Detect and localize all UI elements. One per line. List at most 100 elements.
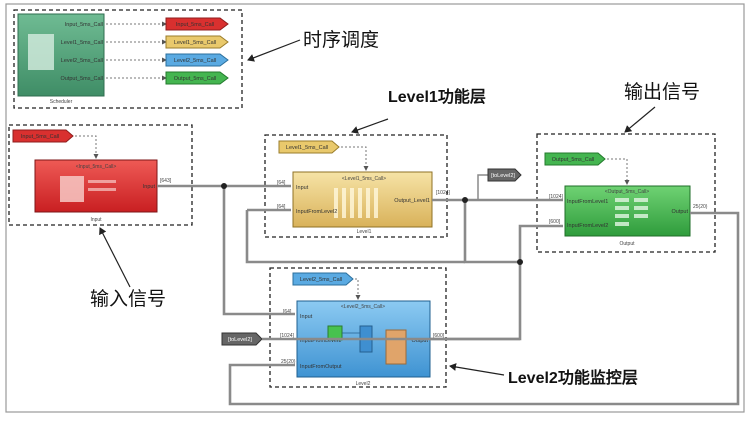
input-block-icon-bar xyxy=(88,180,116,183)
input-trigger-tag-text: Input_5ms_Call xyxy=(21,134,59,140)
scheduler-icon xyxy=(28,34,54,70)
output-block-icon-bar xyxy=(615,222,629,226)
scheduler-label: Scheduler xyxy=(50,99,73,105)
output-block-icon-bar xyxy=(615,214,629,218)
level2-trigger-wire xyxy=(355,278,361,300)
scheduler-port-2: Level2_5ms_Call xyxy=(61,58,103,64)
level1-out-port: Output_Level1 xyxy=(394,198,430,204)
level2-dashed-frame xyxy=(269,267,447,388)
level1-block-icon-bar xyxy=(342,188,346,218)
scheduler-port-1: Level1_5ms_Call xyxy=(61,40,103,46)
scheduler-tag-input[interactable] xyxy=(165,17,229,31)
wire-level2-to-output xyxy=(518,224,563,262)
output-trigger-wire xyxy=(607,158,630,185)
level2-group: Level2_5ms_Call <Level2_5ms_Call> Input … xyxy=(269,267,447,388)
input-dashed-frame xyxy=(8,124,193,226)
goto-tolevel2-text: [toLevel2] xyxy=(491,173,515,179)
level1-trigger-tag-text: Level1_5ms_Call xyxy=(286,145,328,151)
output-block-icon-bar xyxy=(634,206,648,210)
level2-trigger-tag-text: Level2_5ms_Call xyxy=(300,277,342,283)
input-out-port: Input xyxy=(143,184,156,190)
level2-in-port-0: Input xyxy=(300,314,313,320)
output-group: Output_5ms_Call <Output_5ms_Call> InputF… xyxy=(536,133,716,253)
callout-arrow-level2 xyxy=(449,363,505,376)
level1-block-icon-bar xyxy=(334,188,338,218)
scheduler-tag-2-text: Level2_5ms_Call xyxy=(174,58,216,64)
level1-block-icon-bar xyxy=(374,188,378,218)
junction-dot xyxy=(462,197,468,203)
level2-in-port-2: InputFromOutput xyxy=(300,364,342,370)
level1-group: Level1_5ms_Call <Level1_5ms_Call> Input … xyxy=(264,134,451,238)
input-block-icon xyxy=(60,176,84,202)
scheduler-tag-0-text: Input_5ms_Call xyxy=(176,22,214,28)
output-trigger-tag-text: Output_5ms_Call xyxy=(552,157,595,163)
level1-in-port-1: InputFromLevel2 xyxy=(296,209,337,215)
callout-arrow-timing xyxy=(247,39,301,62)
scheduler-tag-3-text: Output_5ms_Call xyxy=(174,76,217,82)
level2-icon-orange xyxy=(385,329,407,365)
level1-trigger-tag[interactable] xyxy=(278,140,340,154)
level2-block-label: Level2 xyxy=(356,381,371,387)
level1-in-port-0: Input xyxy=(296,185,309,191)
level1-block-label: Level1 xyxy=(357,229,372,235)
junction-dot xyxy=(221,183,227,189)
scheduler-group: Input_5ms_Call Level1_5ms_Call Level2_5m… xyxy=(13,9,243,109)
input-block-label: Input xyxy=(90,217,102,223)
level1-dashed-frame xyxy=(264,134,448,238)
level1-out-signal: [1024] xyxy=(436,190,451,196)
input-signal: [643] xyxy=(160,178,172,184)
level1-block-icon-bar xyxy=(350,188,354,218)
from-tolevel2-tag[interactable] xyxy=(221,332,263,346)
level2-out-signal: [600] xyxy=(433,333,445,339)
callout-arrow-input xyxy=(99,227,131,288)
level1-in-signal-1: [64] xyxy=(277,204,286,210)
from-tolevel2-text: [toLevel2] xyxy=(228,337,252,343)
callout-arrow-output xyxy=(624,106,656,133)
wire-level2-to-level1 xyxy=(245,210,465,264)
callout-arrow-level1 xyxy=(351,118,389,134)
scheduler-tag-level2[interactable] xyxy=(165,53,229,67)
level2-block-header: <Level2_5ms_Call> xyxy=(341,304,385,310)
output-block-label: Output xyxy=(619,241,635,247)
output-block-icon-bar xyxy=(615,206,629,210)
level2-in-signal-0: [64] xyxy=(283,309,292,315)
level2-in-port-1: InputFromLevel1 xyxy=(300,338,341,344)
goto-tolevel2-tag[interactable] xyxy=(487,168,522,182)
callout-input: 输入信号 xyxy=(90,288,166,310)
input-trigger-tag[interactable] xyxy=(12,129,74,143)
scheduler-port-3: Output_5ms_Call xyxy=(61,76,104,82)
callout-level2: Level2功能监控层 xyxy=(508,368,638,387)
output-out-port: Output xyxy=(671,209,688,215)
callout-output: 输出信号 xyxy=(624,81,700,103)
output-block-header: <Output_5ms_Call> xyxy=(605,189,650,195)
output-block-icon-bar xyxy=(615,198,629,202)
output-in-signal-1: [600] xyxy=(549,219,561,225)
callout-timing: 时序调度 xyxy=(303,29,379,51)
callout-level1: Level1功能层 xyxy=(388,87,486,106)
output-trigger-tag[interactable] xyxy=(544,152,606,166)
scheduler-block[interactable] xyxy=(17,13,105,97)
input-trigger-wire xyxy=(75,135,99,159)
output-in-signal-0: [1024] xyxy=(549,194,564,200)
input-block[interactable] xyxy=(34,159,158,213)
input-block-icon-bar xyxy=(88,188,116,191)
wire-to-goto xyxy=(477,174,488,200)
level2-out-port: Output xyxy=(411,338,428,344)
input-group: Input_5ms_Call <Input_5ms_Call> Input In… xyxy=(8,124,193,226)
scheduler-dashed-frame xyxy=(13,9,243,109)
output-block-icon-bar xyxy=(634,214,648,218)
level2-in-signal-1: [1024] xyxy=(280,333,295,339)
scheduler-tag-level1[interactable] xyxy=(165,35,229,49)
output-block[interactable] xyxy=(564,185,691,237)
level1-in-signal-0: [64] xyxy=(277,180,286,186)
output-in-port-0: InputFromLevel1 xyxy=(567,199,608,205)
scheduler-tag-output[interactable] xyxy=(165,71,229,85)
wire-output-feedback xyxy=(228,211,740,406)
output-block-icon-bar xyxy=(634,198,648,202)
level1-trigger-wire xyxy=(341,146,369,171)
output-out-signal: 25(20) xyxy=(693,204,708,210)
level2-in-signal-2: 25(20) xyxy=(281,359,296,365)
wire-input-to-level2 xyxy=(222,186,295,316)
level2-trigger-tag[interactable] xyxy=(292,272,354,286)
